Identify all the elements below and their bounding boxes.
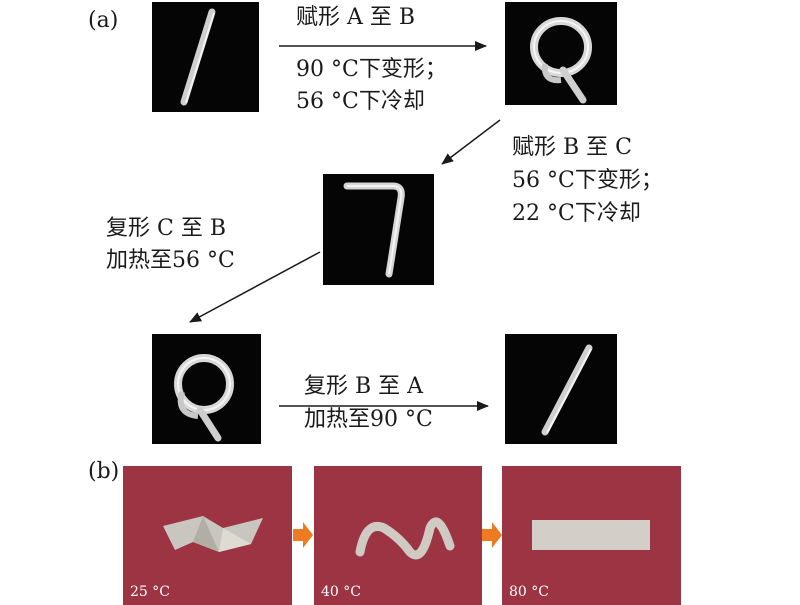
panel-b-label: (b) [88,459,120,484]
step4-heat: 加热至90 °C [304,407,433,432]
temperature-label-2: 40 °C [321,584,361,600]
step3-heat: 加热至56 °C [106,248,235,273]
panel-a-label: (a) [88,8,119,33]
temperature-label-3: 80 °C [509,584,549,600]
fabric-photo-80c: 80 °C [502,466,681,605]
step4-title: 复形 B 至 A [304,374,424,399]
shape-a-straight-photo [152,2,259,112]
fabric-photo-40c: 40 °C [314,466,482,605]
shape-b-coil-recovered-photo [152,334,261,444]
fabric-photo-25c: 25 °C [123,466,292,605]
temperature-label-1: 25 °C [130,584,170,600]
shape-a-straight-recovered-photo [505,334,617,444]
step2-deform: 56 °C下变形； [512,168,663,193]
step2-title: 赋形 B 至 C [512,135,632,160]
shape-b-coil-photo [505,2,617,105]
step1-deform: 90 °C下变形； [296,57,447,82]
arrow-b-to-c [441,119,501,165]
orange-arrow-1 [293,522,313,548]
orange-arrow-2 [482,522,502,548]
step1-title: 赋形 A 至 B [296,5,416,30]
shape-c-hook-photo [323,174,434,285]
step3-title: 复形 C 至 B [106,216,226,241]
step1-cool: 56 °C下冷却 [296,89,425,114]
step2-cool: 22 °C下冷却 [512,201,641,226]
